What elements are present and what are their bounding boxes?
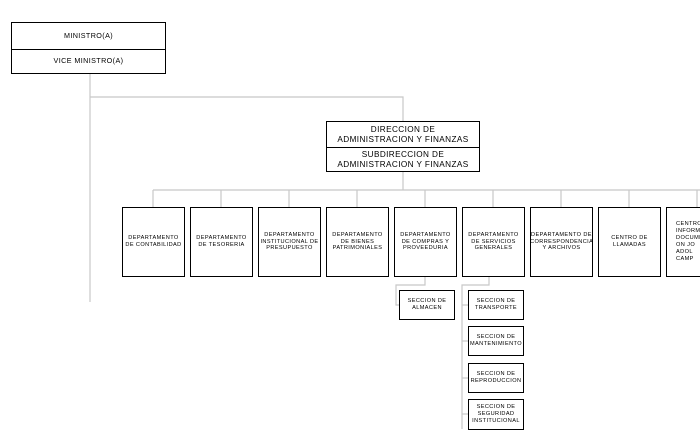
department-label: DEPARTAMENTO INSTITUCIONAL DE PRESUPUEST…	[260, 231, 319, 252]
department-box-servicios: DEPARTAMENTO DE SERVICIOS GENERALES	[462, 207, 525, 277]
direccion-label: DIRECCION DE ADMINISTRACION Y FINANZAS	[337, 125, 469, 144]
department-label: DEPARTAMENTO DE BIENES PATRIMONIALES	[332, 231, 383, 252]
section-label: SECCION DE SEGURIDAD INSTITUCIONAL	[472, 404, 520, 424]
section-label: SECCION DE REPRODUCCION	[470, 371, 522, 384]
department-label: DEPARTAMENTO DE CONTABILIDAD	[125, 235, 182, 248]
department-label: CENTRO DE LLAMADAS	[611, 235, 648, 248]
section-box-mantenimiento: SECCION DE MANTENIMIENTO	[468, 326, 524, 356]
department-label: DEPARTAMENTO DE TESORERIA	[196, 235, 247, 248]
section-box-almacen: SECCION DE ALMACEN	[399, 290, 455, 320]
ministro-divider	[12, 49, 165, 50]
department-label: DEPARTAMENTO DE COMPRAS Y PROVEEDURIA	[400, 231, 451, 252]
department-box-centro-informacion: CENTRO INFORMA DOCUME ON JO ADOL CAMP	[666, 207, 700, 277]
ministro-label: MINISTRO(A)	[63, 30, 114, 40]
connector-compras-almacen	[395, 277, 426, 306]
viceministro-label: VICE MINISTRO(A)	[53, 56, 124, 66]
section-label: SECCION DE MANTENIMIENTO	[469, 334, 523, 347]
department-label: DEPARTAMENTO DE SERVICIOS GENERALES	[468, 231, 519, 252]
direccion-divider	[327, 147, 479, 148]
section-label: SECCION DE TRANSPORTE	[474, 298, 518, 311]
section-box-transporte: SECCION DE TRANSPORTE	[468, 290, 524, 320]
subdireccion-label: SUBDIRECCION DE ADMINISTRACION Y FINANZA…	[337, 150, 469, 169]
department-box-correspondencia: DEPARTAMENTO DE CORRESPONDENCIA Y ARCHIV…	[530, 207, 593, 277]
department-box-contabilidad: DEPARTAMENTO DE CONTABILIDAD	[122, 207, 185, 277]
department-box-bienes: DEPARTAMENTO DE BIENES PATRIMONIALES	[326, 207, 389, 277]
department-box-presupuesto: DEPARTAMENTO INSTITUCIONAL DE PRESUPUEST…	[258, 207, 321, 277]
direccion-box: DIRECCION DE ADMINISTRACION Y FINANZAS S…	[326, 121, 480, 172]
department-label: CENTRO INFORMA DOCUME ON JO ADOL CAMP	[676, 221, 700, 262]
section-box-seguridad: SECCION DE SEGURIDAD INSTITUCIONAL	[468, 399, 524, 430]
department-box-llamadas: CENTRO DE LLAMADAS	[598, 207, 661, 277]
ministro-box: MINISTRO(A) VICE MINISTRO(A)	[11, 22, 166, 74]
department-box-compras: DEPARTAMENTO DE COMPRAS Y PROVEEDURIA	[394, 207, 457, 277]
section-label: SECCION DE ALMACEN	[407, 298, 447, 311]
department-box-tesoreria: DEPARTAMENTO DE TESORERIA	[190, 207, 253, 277]
connector-to-direccion	[90, 96, 404, 121]
section-box-reproduccion: SECCION DE REPRODUCCION	[468, 363, 524, 393]
connector-servicios-secciones	[461, 277, 490, 429]
department-label: DEPARTAMENTO DE CORRESPONDENCIA Y ARCHIV…	[530, 231, 594, 252]
